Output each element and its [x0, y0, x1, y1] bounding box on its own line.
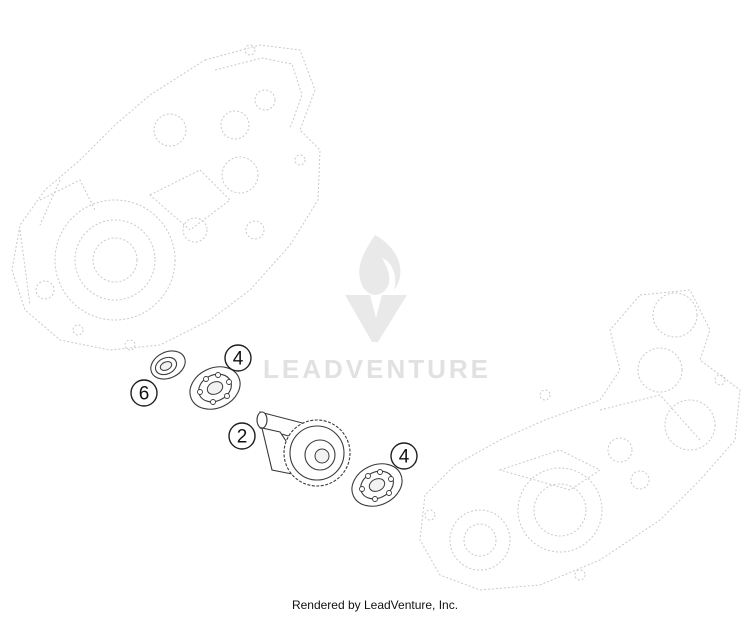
callout-4-upper[interactable]: 4 [224, 344, 252, 372]
part-6-seal [150, 350, 186, 380]
callout-4-lower[interactable]: 4 [390, 442, 418, 470]
callout-6-label: 6 [139, 384, 150, 405]
flame-icon [359, 235, 401, 295]
footer-credit: Rendered by LeadVenture, Inc. [291, 598, 459, 612]
leadventure-watermark: LEADVENTURE [263, 235, 491, 384]
callout-2[interactable]: 2 [228, 422, 256, 450]
callout-4-upper-label: 4 [233, 349, 244, 370]
part-2-balancer-shaft [256, 411, 351, 487]
callout-6[interactable]: 6 [130, 379, 158, 407]
part-4-bearing-upper [189, 366, 241, 410]
watermark-text: LEADVENTURE [263, 354, 491, 384]
v-mark-icon [345, 295, 407, 342]
callout-2-label: 2 [237, 427, 248, 448]
left-crankcase-half [11, 44, 321, 351]
callout-4-lower-label: 4 [399, 447, 410, 468]
right-crankcase-half [419, 289, 741, 591]
part-4-bearing-lower [351, 463, 403, 507]
